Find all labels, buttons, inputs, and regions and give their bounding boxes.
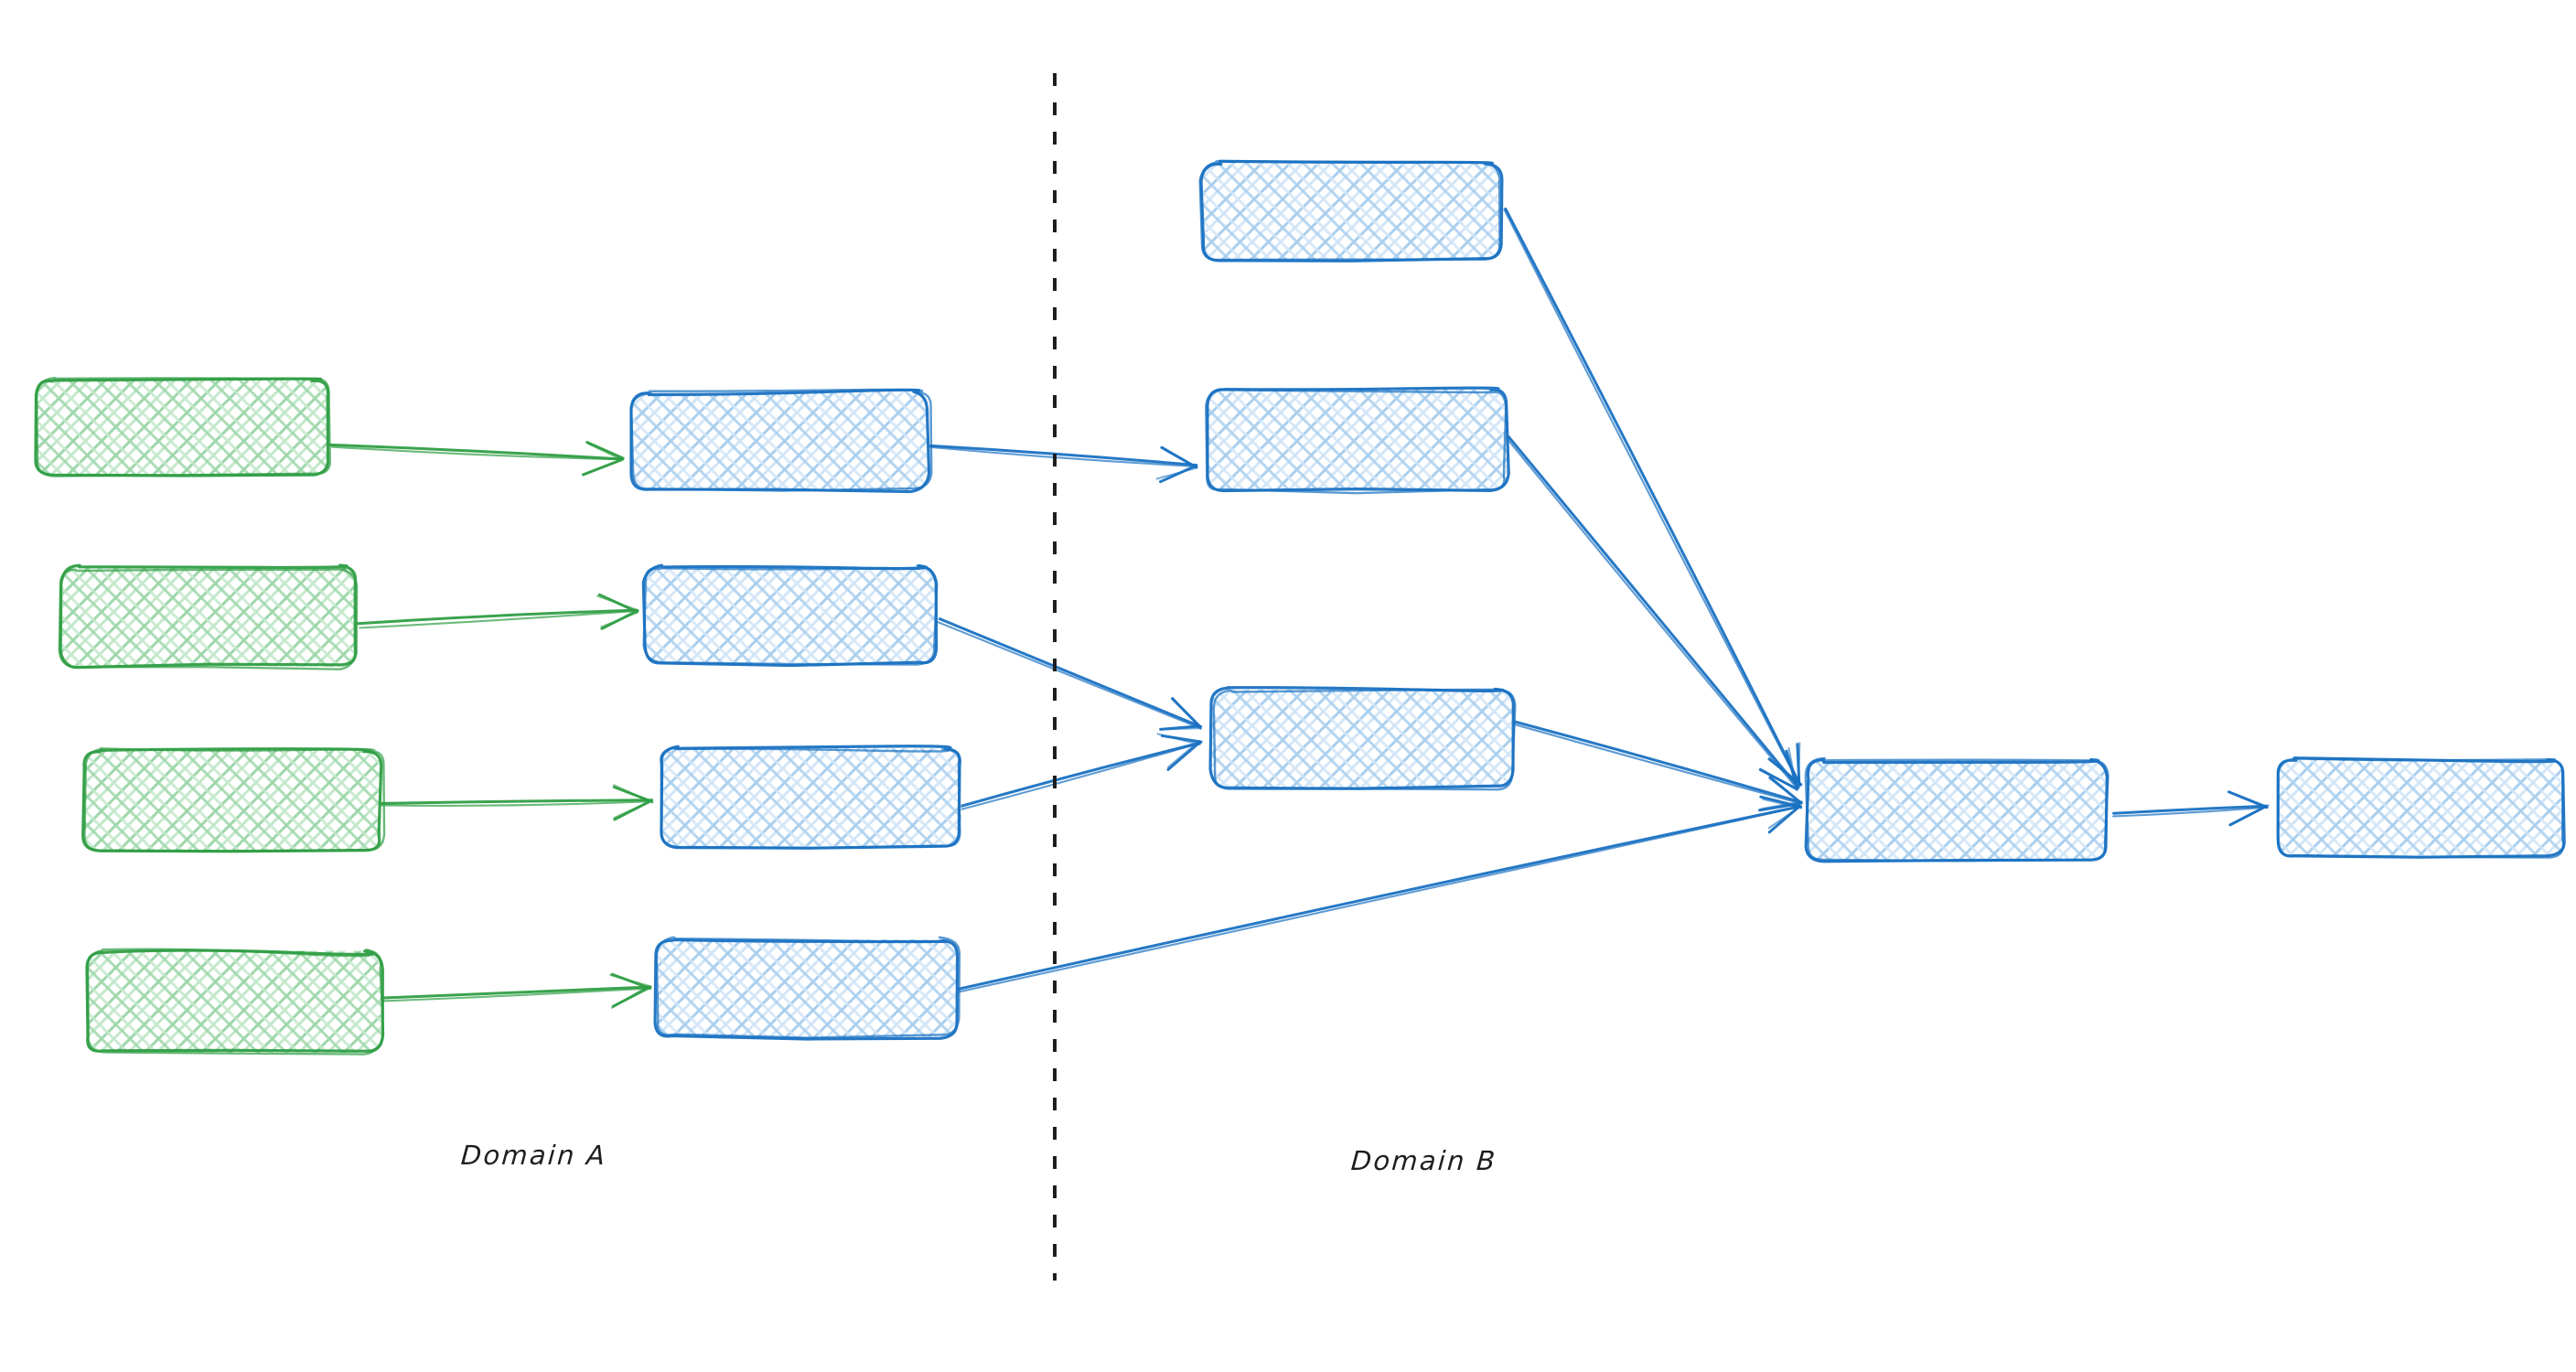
node-b-out[interactable] bbox=[2276, 756, 2566, 859]
edges-layer bbox=[328, 207, 2270, 1009]
node-b-top[interactable] bbox=[1198, 159, 1504, 263]
node-a-src-2[interactable] bbox=[58, 563, 359, 670]
edge-a-src-2-to-a-mid-2 bbox=[356, 593, 639, 630]
node-a-mid-4[interactable] bbox=[653, 936, 961, 1041]
edge-b-ctr-to-b-agg bbox=[1513, 720, 1803, 812]
edge-a-mid-2-to-b-ctr bbox=[936, 617, 1203, 731]
edge-a-src-1-to-a-mid-1 bbox=[328, 441, 625, 477]
edge-b-top-to-b-agg bbox=[1503, 207, 1803, 788]
domain-b-label: Domain B bbox=[1349, 1145, 1498, 1176]
edge-a-mid-3-to-b-ctr bbox=[959, 733, 1203, 811]
edge-a-src-3-to-a-mid-3 bbox=[381, 784, 654, 821]
nodes-layer bbox=[34, 159, 2566, 1056]
edge-b-agg-to-b-out bbox=[2112, 790, 2270, 827]
edge-a-src-4-to-a-mid-4 bbox=[380, 972, 652, 1009]
edge-a-mid-4-to-b-agg bbox=[957, 795, 1803, 993]
node-b-mid[interactable] bbox=[1205, 386, 1510, 495]
node-a-mid-1[interactable] bbox=[629, 388, 933, 494]
node-b-agg[interactable] bbox=[1804, 756, 2109, 863]
node-b-ctr[interactable] bbox=[1208, 686, 1517, 791]
node-a-mid-3[interactable] bbox=[660, 745, 961, 850]
node-a-src-3[interactable] bbox=[81, 747, 386, 853]
node-a-mid-2[interactable] bbox=[641, 563, 939, 668]
domain-a-label: Domain A bbox=[459, 1140, 608, 1171]
node-a-src-1[interactable] bbox=[34, 377, 331, 477]
node-a-src-4[interactable] bbox=[85, 948, 385, 1056]
edge-a-mid-1-to-b-mid bbox=[928, 444, 1198, 484]
edge-b-mid-to-b-agg bbox=[1506, 434, 1800, 791]
